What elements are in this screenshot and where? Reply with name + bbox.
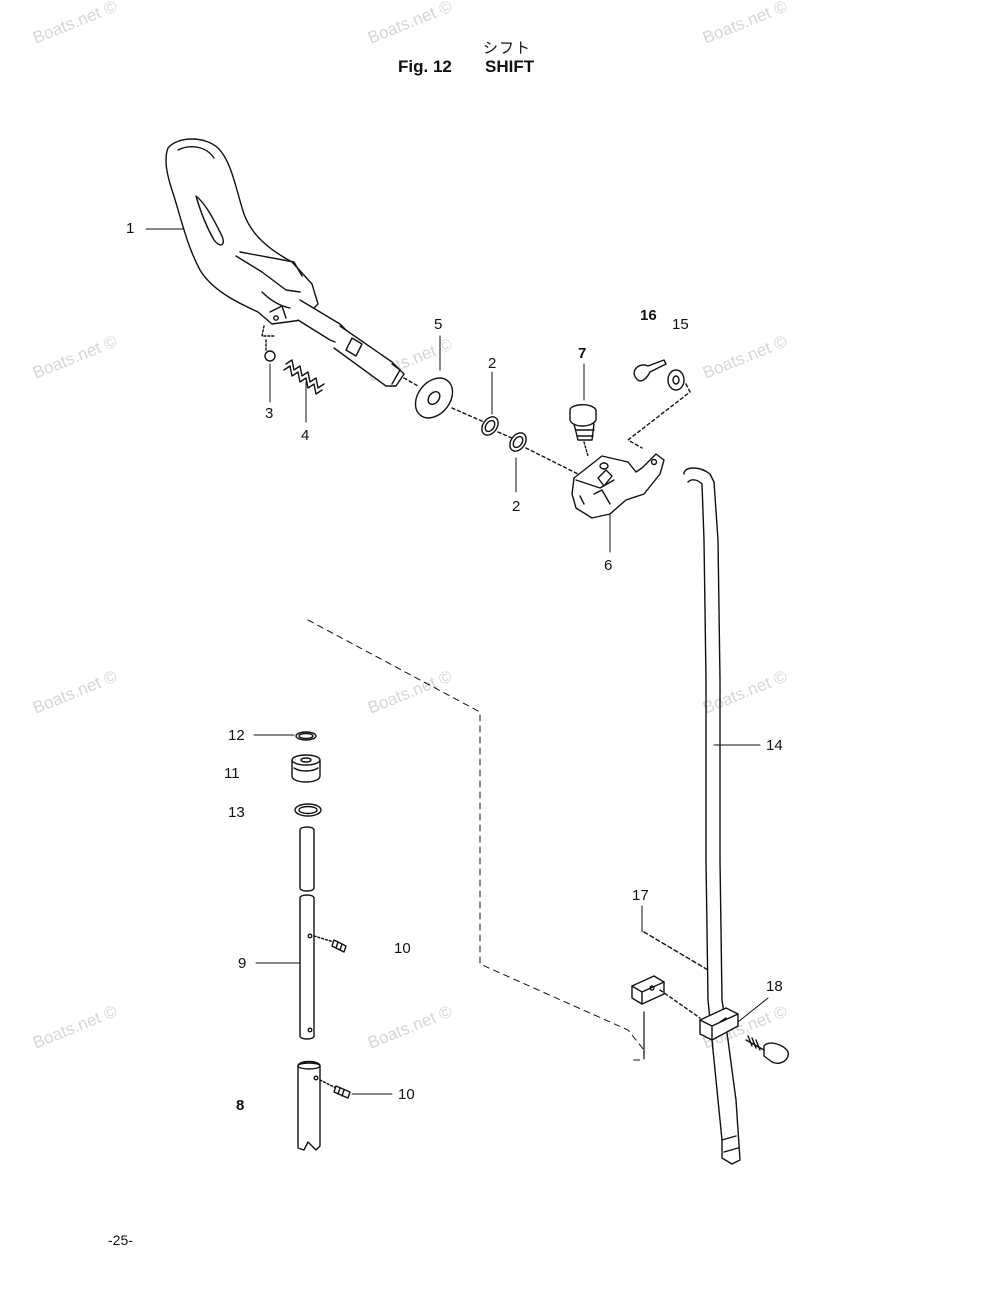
set-pin-part-10 <box>313 935 347 953</box>
shift-rod-part-14 <box>683 467 741 1165</box>
shift-shaft-lower-part-8 <box>297 1060 321 1151</box>
callout-7: 7 <box>578 345 587 362</box>
grommet-part-11 <box>291 754 321 783</box>
callout-6: 6 <box>604 557 613 574</box>
callout-18: 18 <box>766 978 783 995</box>
guide-line <box>497 431 513 439</box>
guide-line <box>525 447 587 479</box>
rod-clamp-part-18 <box>699 1007 739 1041</box>
guide-line <box>307 619 645 1061</box>
callout-5: 5 <box>434 316 443 333</box>
callout-14: 14 <box>766 737 783 754</box>
leader-lines <box>145 228 769 1095</box>
washer-part-15 <box>667 369 685 391</box>
figure-title: SHIFT <box>485 57 535 76</box>
callout-12: 12 <box>228 727 245 744</box>
clip-part-17 <box>631 975 665 1005</box>
callout-10: 10 <box>394 940 411 957</box>
callout-2: 2 <box>512 498 521 515</box>
page-number: -25- <box>108 1232 133 1248</box>
o-ring-part-13 <box>294 803 322 817</box>
figure-number: Fig. 12 <box>398 57 452 76</box>
shift-shaft-part-9 <box>299 826 315 1040</box>
guide-line <box>451 407 485 423</box>
callout-8: 8 <box>236 1097 245 1114</box>
o-ring-part-12 <box>295 731 317 741</box>
guide-line <box>659 989 701 1019</box>
callout-13: 13 <box>228 804 245 821</box>
callout-1: 1 <box>126 220 135 237</box>
guide-line <box>627 383 691 449</box>
callout-11: 11 <box>224 765 240 782</box>
set-pin-part-10 <box>319 1079 351 1099</box>
callout-9: 9 <box>238 955 247 972</box>
leader-line <box>643 931 709 971</box>
detent-spring-part-4 <box>283 359 325 395</box>
callout-10: 10 <box>398 1086 415 1103</box>
callout-17: 17 <box>632 887 649 904</box>
clamp-bolt-part-18 <box>745 1035 789 1064</box>
shift-lever-part-1 <box>165 138 405 387</box>
detent-ball-part-3 <box>264 339 276 362</box>
bolt-part-7 <box>569 404 597 457</box>
callout-3: 3 <box>265 405 274 422</box>
callout-2: 2 <box>488 355 497 372</box>
callout-15: 15 <box>672 316 689 333</box>
cotter-pin-part-16 <box>633 359 667 382</box>
callout-4: 4 <box>301 427 310 444</box>
figure-title-japanese: シフト <box>483 39 532 57</box>
callout-16: 16 <box>640 307 657 324</box>
shift-arm-part-6 <box>571 453 665 519</box>
guide-line <box>261 325 275 337</box>
washer-part-5 <box>414 377 454 419</box>
o-ring-part-2 <box>481 416 527 452</box>
guide-line <box>403 377 419 387</box>
